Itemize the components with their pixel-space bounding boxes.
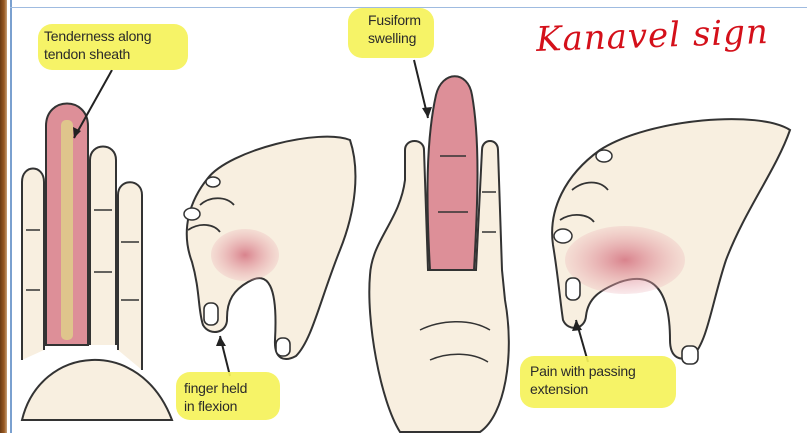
knuckle-nail-3 bbox=[596, 150, 612, 162]
panel-pain-extension bbox=[552, 119, 790, 364]
label-fusiform: Fusiform swelling bbox=[368, 11, 421, 47]
finger-index bbox=[118, 182, 142, 370]
fingernail-flexed bbox=[204, 303, 218, 325]
panel-tender-sheath bbox=[22, 70, 172, 420]
hand-palm-base bbox=[22, 360, 172, 420]
panel-flexion bbox=[184, 137, 355, 376]
inflamed-flexed-finger bbox=[211, 229, 279, 281]
label-tenderness: Tenderness along tendon sheath bbox=[44, 27, 151, 63]
finger-swollen-fusiform bbox=[428, 76, 478, 270]
tendon-sheath-stripe bbox=[61, 120, 73, 340]
fingernail-extended bbox=[566, 278, 580, 300]
handwritten-title: Kanavel sign bbox=[535, 12, 769, 60]
knuckle-nail-2 bbox=[184, 208, 200, 220]
inflamed-extended-finger bbox=[565, 226, 685, 294]
finger-ring bbox=[90, 147, 116, 346]
pointer-tenderness bbox=[74, 70, 112, 138]
label-flexion: finger held in flexion bbox=[184, 379, 247, 415]
panel-fusiform bbox=[369, 60, 509, 432]
thumbnail bbox=[276, 338, 290, 356]
label-pain: Pain with passing extension bbox=[530, 362, 636, 398]
finger-little bbox=[22, 169, 44, 361]
knuckle-nail-1 bbox=[206, 177, 220, 187]
thumbnail-2 bbox=[682, 346, 698, 364]
knuckle-nail-4 bbox=[554, 229, 572, 243]
